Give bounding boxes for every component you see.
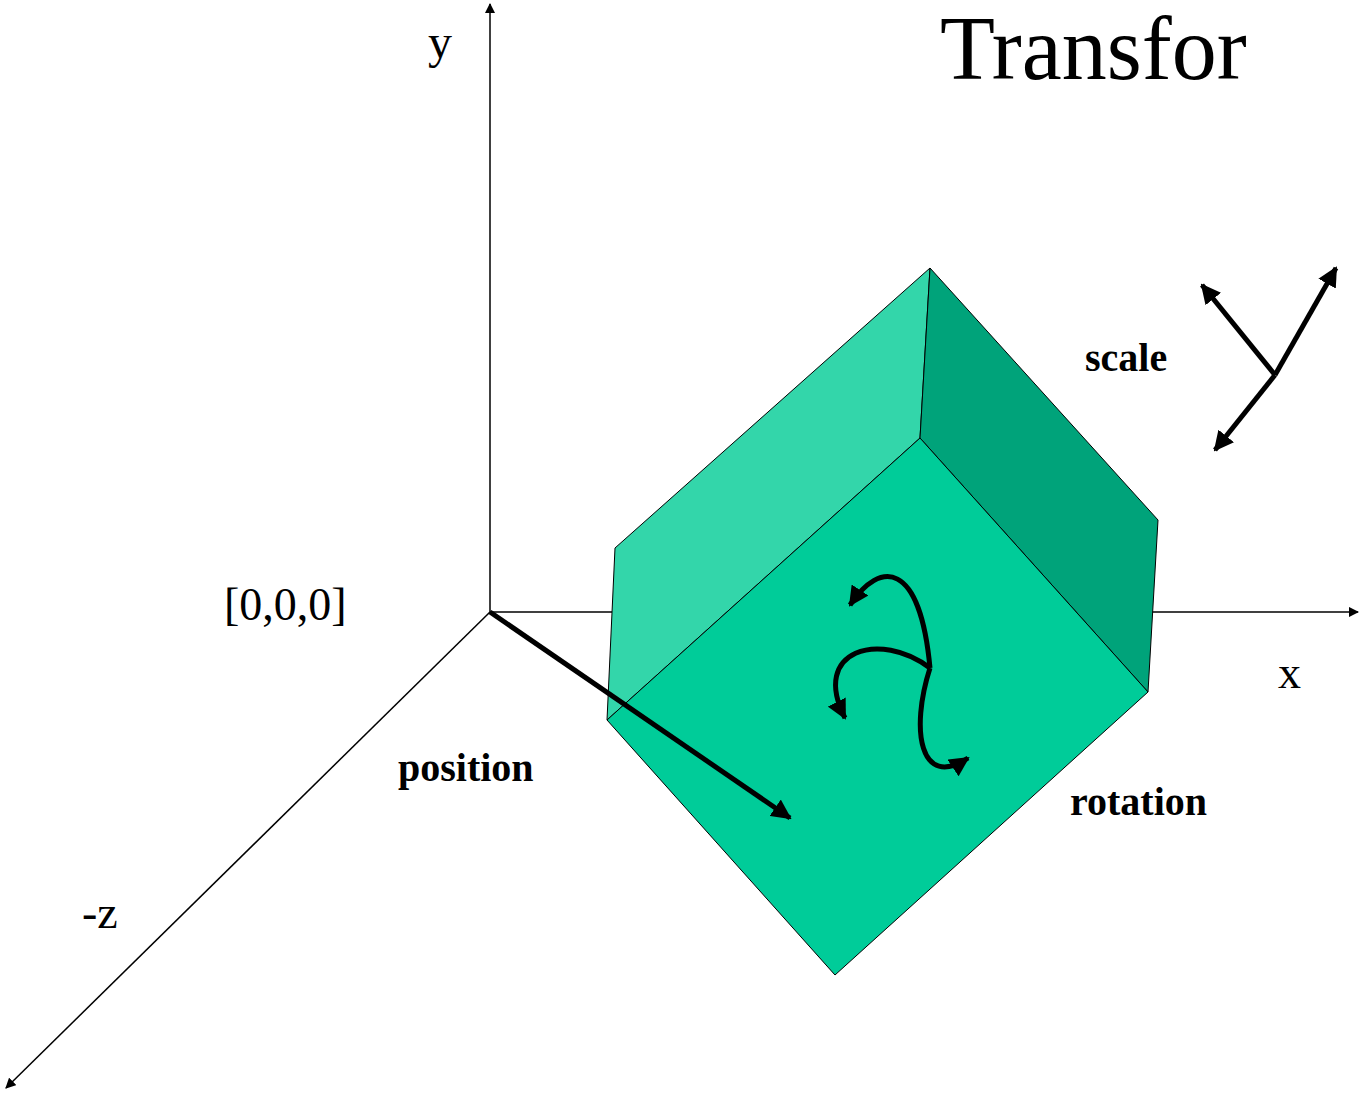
axis-label: y (428, 18, 452, 66)
slide-title: Transfor (940, 4, 1247, 94)
y-axis (489, 4, 491, 612)
z-axis (6, 612, 490, 1088)
position-arrow (490, 612, 790, 818)
position-label: position (398, 748, 534, 788)
cube-front-face (607, 438, 1148, 975)
scale-arrows (1202, 268, 1336, 450)
rotation-arrows (836, 577, 968, 767)
axis-label: x (1278, 650, 1301, 696)
axis-label: -z (82, 890, 118, 936)
rotation-label: rotation (1070, 782, 1207, 822)
origin-label: [0,0,0] (224, 582, 347, 628)
scale-label: scale (1085, 338, 1167, 378)
